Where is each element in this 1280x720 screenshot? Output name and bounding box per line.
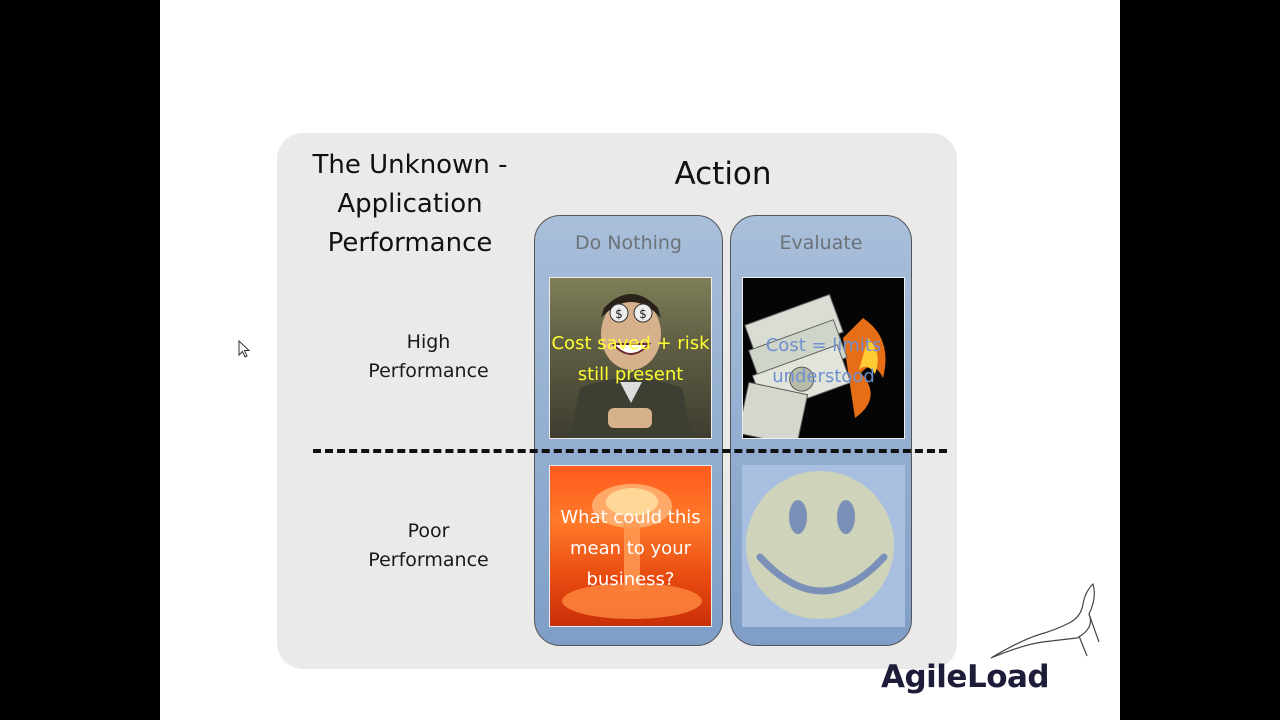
slide-title: The Unknown - Application Performance (312, 150, 508, 258)
cell-text-cost-limits: Cost = limits understood (765, 335, 882, 387)
happy-man-money-image: $ $ (570, 294, 693, 438)
row-label-poor-performance: Poor Performance (368, 520, 489, 571)
gazelle-logo-icon (990, 582, 1100, 659)
burning-money-image (743, 293, 886, 438)
slide-canvas: The Unknown - Application Performance Ac… (160, 0, 1120, 720)
action-header: Action (674, 156, 772, 192)
row-label-high-performance: High Performance (368, 331, 489, 382)
column-label-do-nothing: Do Nothing (574, 232, 682, 254)
svg-text:$: $ (615, 307, 623, 321)
smiley-face-icon (746, 471, 894, 619)
row-divider (313, 449, 947, 453)
cell-evaluate-high: Cost = limits understood (742, 277, 905, 439)
cell-do-nothing-high: $ $ Cost saved + risk still present (549, 277, 712, 439)
mouse-cursor-icon (238, 340, 251, 358)
svg-text:$: $ (639, 307, 647, 321)
cell-text-business-impact: What could this mean to your business? (560, 507, 701, 590)
explosion-image (562, 484, 702, 619)
agileload-logo: AgileLoad (881, 659, 1050, 695)
column-label-evaluate: Evaluate (779, 232, 863, 254)
cell-do-nothing-poor: What could this mean to your business? (549, 465, 712, 627)
cell-text-cost-saved: Cost saved + risk still present (551, 333, 710, 385)
cell-evaluate-poor (742, 465, 905, 627)
